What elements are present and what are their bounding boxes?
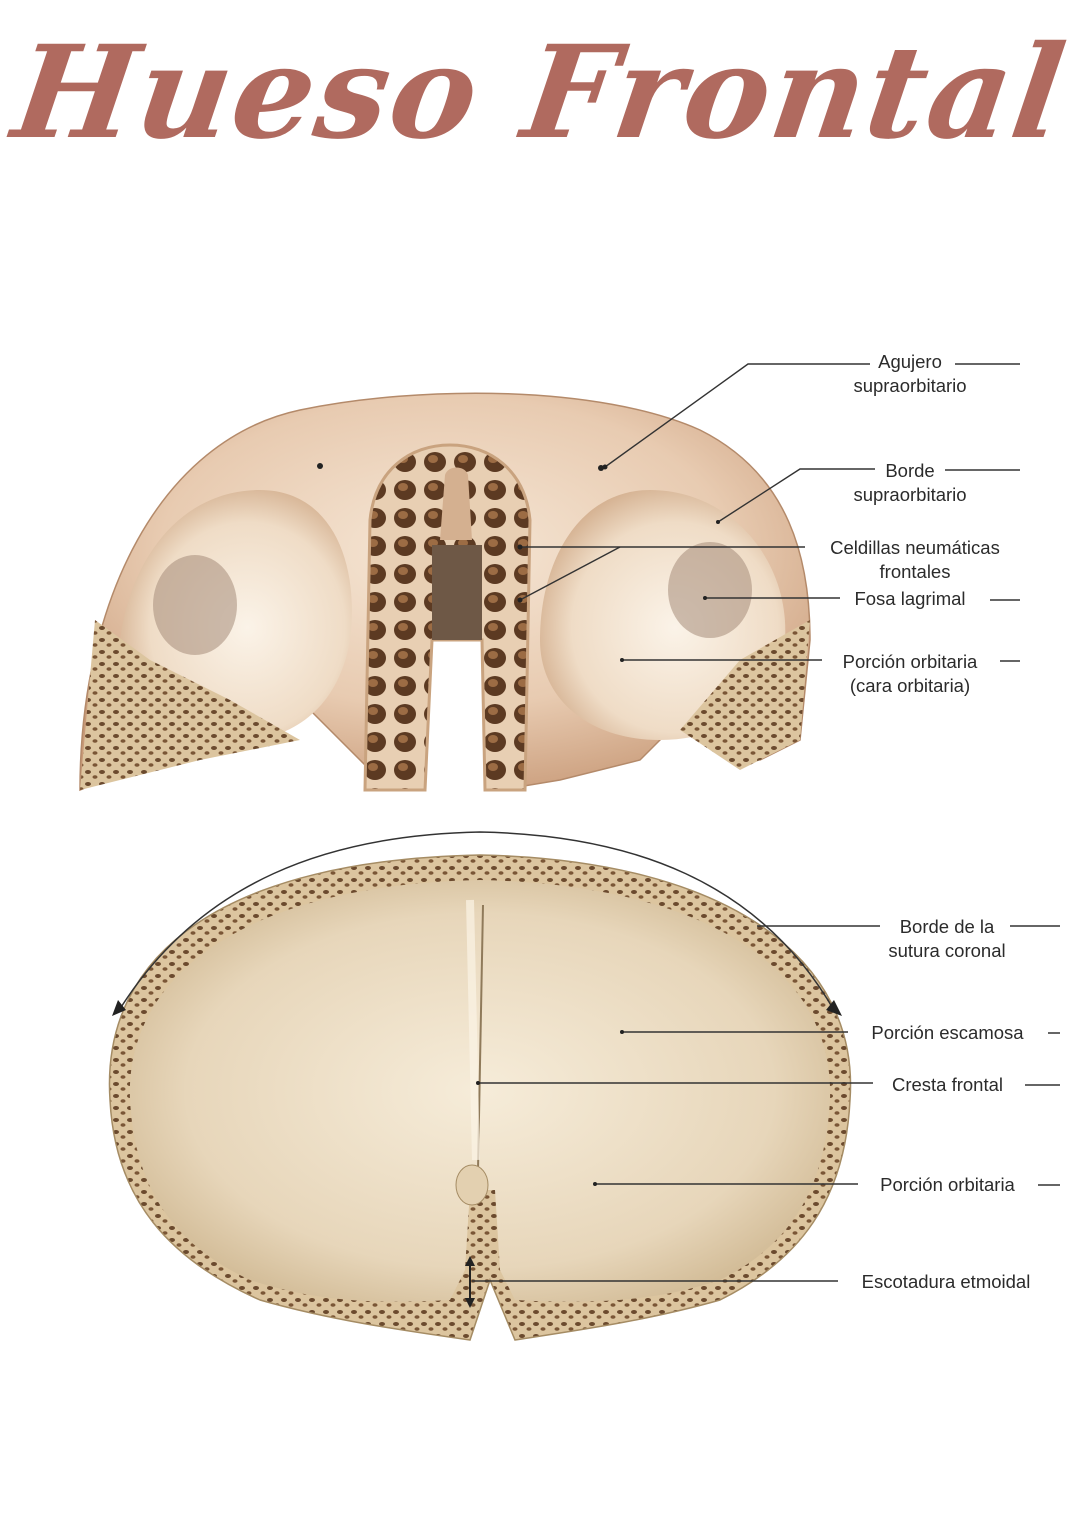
label-celdillas-neumaticas: Celdillas neumáticas frontales (800, 536, 1030, 584)
label-line: Borde (885, 460, 935, 481)
label-tail (945, 469, 1020, 471)
label-line: Cresta frontal (891, 1074, 1004, 1095)
label-borde-supraorbitario: Borde supraorbitario (820, 459, 1000, 507)
label-line: Escotadura etmoidal (861, 1271, 1031, 1292)
label-line: sutura coronal (888, 940, 1006, 961)
label-line: Porción orbitaria (880, 1174, 1015, 1195)
label-tail (1048, 1032, 1060, 1034)
label-line: Agujero (878, 351, 942, 372)
label-agujero-supraorbitario: Agujero supraorbitario (820, 350, 1000, 398)
label-line: Fosa lagrimal (854, 588, 966, 609)
label-tail (955, 363, 1020, 365)
label-porcion-escamosa: Porción escamosa (850, 1021, 1045, 1045)
frontal-bone-inferior-view (79, 392, 811, 792)
label-tail (1025, 1084, 1060, 1086)
leader-lines (472, 363, 880, 1282)
label-tail (1010, 925, 1060, 927)
label-borde-sutura-coronal: Borde de la sutura coronal (862, 915, 1032, 963)
label-tail (990, 599, 1020, 601)
label-cresta-frontal: Cresta frontal (875, 1073, 1020, 1097)
label-porcion-orbitaria-bottom: Porción orbitaria (860, 1173, 1035, 1197)
label-fosa-lagrimal: Fosa lagrimal (840, 587, 980, 611)
label-line: frontales (879, 561, 951, 582)
label-tail (1000, 660, 1020, 662)
label-line: Porción orbitaria (842, 651, 978, 672)
label-porcion-orbitaria-top: Porción orbitaria (cara orbitaria) (820, 650, 1000, 698)
label-escotadura-etmoidal: Escotadura etmoidal (840, 1270, 1052, 1294)
frontal-bone-internal-view (108, 831, 852, 1341)
label-line: supraorbitario (853, 484, 967, 505)
label-line: supraorbitario (853, 375, 967, 396)
label-tail (1038, 1184, 1060, 1186)
label-line: Porción escamosa (871, 1022, 1024, 1043)
label-line: Celdillas neumáticas (830, 537, 1000, 558)
label-line: Borde de la (899, 916, 995, 937)
label-line: (cara orbitaria) (849, 675, 971, 696)
